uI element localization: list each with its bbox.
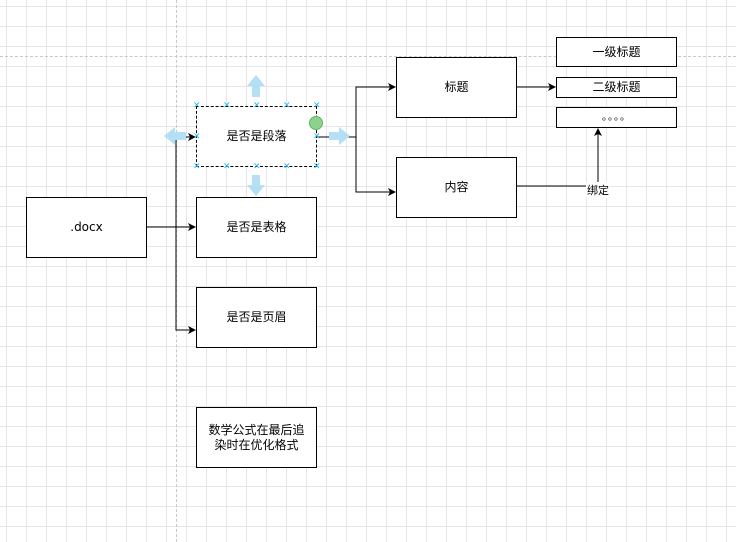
resize-handle-icon[interactable]: ✕	[193, 132, 201, 142]
edge-bind-label[interactable]: 绑定	[586, 182, 610, 198]
node-title-label: 标题	[444, 80, 469, 94]
edge-paragraph-content[interactable]	[355, 137, 396, 196]
horizontal-guide-line	[0, 56, 736, 57]
node-paragraph[interactable]: 是否是段落	[196, 106, 317, 167]
edge-content-more[interactable]	[517, 128, 602, 187]
node-h1-label: 一级标题	[592, 44, 641, 59]
node-paragraph-label: 是否是段落	[226, 129, 287, 143]
node-content[interactable]: 内容	[396, 157, 517, 218]
node-table-label: 是否是表格	[226, 220, 287, 234]
node-h2-label: 二级标题	[592, 80, 641, 94]
node-docx-label: .docx	[70, 220, 103, 234]
edge-docx-paragraph[interactable]	[147, 133, 196, 228]
resize-handle-icon[interactable]: ✕	[223, 101, 231, 111]
resize-handle-icon[interactable]: ✕	[283, 101, 291, 111]
node-math-note-label: 数学公式在最后追染时在优化格式	[208, 422, 305, 452]
edge-docx-header[interactable]	[175, 227, 196, 334]
connection-point-icon[interactable]	[309, 116, 323, 130]
resize-handle-icon[interactable]: ✕	[253, 101, 261, 111]
resize-handle-icon[interactable]: ✕	[283, 162, 291, 172]
node-docx[interactable]: .docx	[26, 197, 147, 258]
resize-handle-icon[interactable]: ✕	[313, 162, 321, 172]
node-math-note[interactable]: 数学公式在最后追染时在优化格式	[196, 407, 317, 468]
hover-arrow-right-icon[interactable]	[329, 127, 350, 145]
hover-arrow-down-icon[interactable]	[247, 175, 265, 196]
hover-arrow-left-icon[interactable]	[164, 127, 186, 145]
node-table[interactable]: 是否是表格	[196, 197, 317, 258]
node-h1[interactable]: 一级标题	[556, 37, 677, 67]
node-header[interactable]: 是否是页眉	[196, 287, 317, 348]
resize-handle-icon[interactable]: ✕	[193, 162, 201, 172]
resize-handle-icon[interactable]: ✕	[223, 162, 231, 172]
resize-handle-icon[interactable]: ✕	[313, 132, 321, 142]
node-more[interactable]: 。。。。	[556, 107, 677, 128]
node-h2[interactable]: 二级标题	[556, 77, 677, 98]
node-more-label: 。。。。	[602, 112, 631, 123]
hover-arrow-up-icon[interactable]	[247, 75, 265, 97]
node-content-label: 内容	[444, 180, 469, 194]
resize-handle-icon[interactable]: ✕	[313, 101, 321, 111]
node-header-label: 是否是页眉	[226, 310, 287, 324]
edge-paragraph-title[interactable]	[317, 83, 396, 138]
resize-handle-icon[interactable]: ✕	[193, 101, 201, 111]
resize-handle-icon[interactable]: ✕	[253, 162, 261, 172]
node-title[interactable]: 标题	[396, 57, 517, 118]
